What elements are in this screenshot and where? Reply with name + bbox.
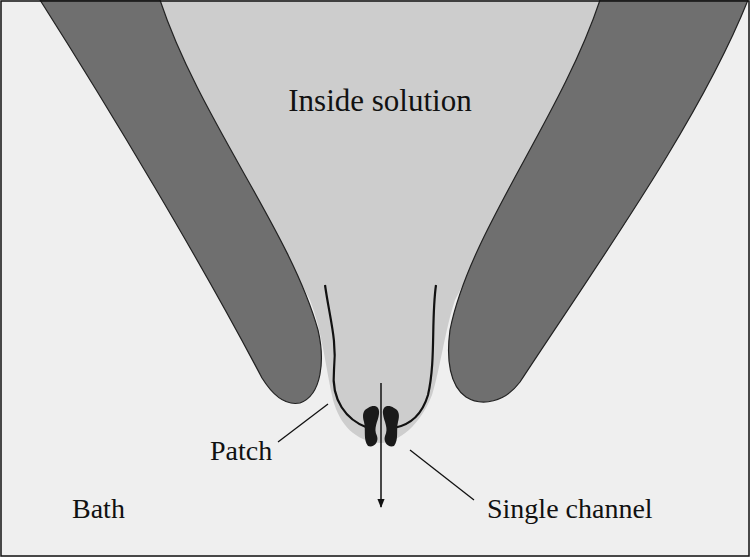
membrane-line <box>325 285 368 428</box>
channel-protein <box>363 406 379 446</box>
part-label: Single channel <box>487 494 653 525</box>
region-label: Inside solution <box>288 84 471 118</box>
region-label: Bath <box>72 494 125 525</box>
membrane-line <box>394 285 436 428</box>
pipette-wall-left <box>40 0 321 403</box>
leader-line <box>278 404 328 442</box>
part-label: Patch <box>210 436 272 467</box>
leader-line <box>410 450 474 500</box>
channel-protein <box>383 406 399 446</box>
current-arrow <box>380 383 382 507</box>
pipette-wall-right <box>449 0 748 402</box>
